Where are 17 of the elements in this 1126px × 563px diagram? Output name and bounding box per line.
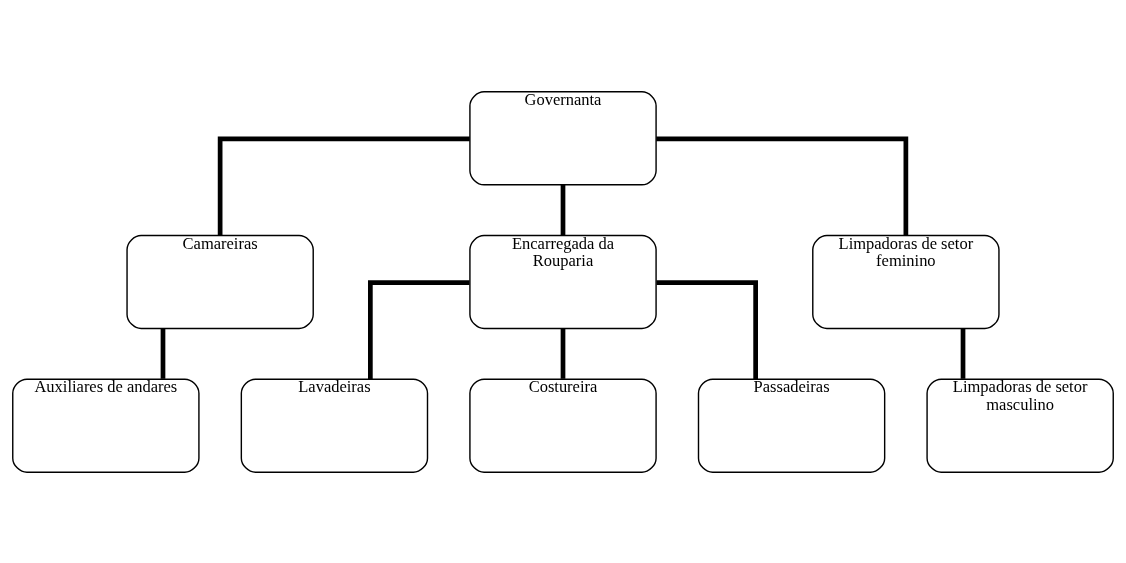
connector [960, 328, 966, 379]
node-box: Governanta [469, 90, 657, 185]
connector [160, 328, 166, 379]
node-box: Auxiliares de andares [12, 378, 200, 473]
node-box: Encarregada da Rouparia [469, 234, 657, 329]
connector [560, 184, 566, 235]
connector [656, 136, 909, 235]
node-box: Camareiras [126, 234, 314, 329]
node-box: Limpadoras de setor feminino [812, 234, 1000, 329]
node-box: Passadeiras [697, 378, 886, 473]
node-box: Limpadoras de setor masculino [926, 378, 1114, 473]
connector [656, 279, 758, 379]
connector [217, 136, 470, 235]
node-box: Lavadeiras [240, 378, 429, 473]
connector [560, 328, 566, 379]
connector [368, 279, 470, 379]
node-box: Costureira [469, 378, 657, 473]
